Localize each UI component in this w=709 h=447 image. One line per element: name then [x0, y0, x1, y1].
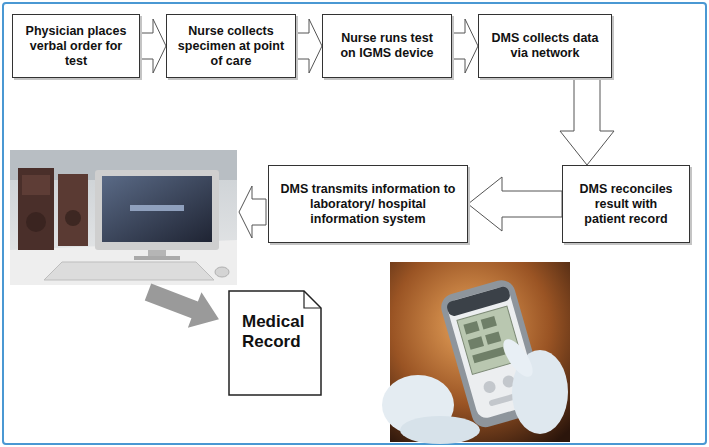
outline-arrow-part: [239, 186, 266, 238]
flow-arrow: [296, 19, 322, 73]
flow-arrow: [452, 19, 478, 73]
computer-photo-part: [95, 170, 219, 250]
device-photo-part: [498, 335, 538, 381]
device-photo: [382, 262, 570, 444]
computer-photo-part: [130, 205, 184, 211]
device-photo-part-part: [482, 380, 497, 395]
node-label: Nurse collects specimen at point of care: [177, 24, 285, 69]
process-box: Physician places verbal order for test: [12, 14, 140, 78]
grey-arrow: [141, 274, 226, 337]
process-box: DMS collects data via network: [478, 14, 612, 78]
node-label: DMS collects data via network: [489, 31, 601, 61]
document-fold: [304, 291, 321, 308]
computer-photo-part: [26, 212, 46, 232]
outline-arrow: [239, 186, 266, 238]
flow-arrow: [140, 19, 166, 73]
device-photo-part: [400, 416, 480, 444]
computer-photo: [10, 150, 237, 285]
computer-photo-part: [102, 176, 212, 242]
node-label: DMS reconciles result with patient recor…: [573, 182, 679, 227]
device-photo-part-part: [485, 331, 501, 344]
computer-photo-part: [18, 168, 54, 250]
computer-photo-part: [215, 267, 229, 277]
node-label: DMS transmits information to laboratory/…: [279, 182, 457, 227]
computer-photo-part: [65, 210, 81, 226]
device-photo-part-part: [481, 316, 497, 329]
flow-arrow: [468, 177, 562, 231]
device-photo-part-part: [468, 336, 484, 349]
document-shape: Medical Record: [228, 290, 322, 396]
node-label: Nurse runs test on IGMS device: [333, 31, 441, 61]
document-outline: [229, 291, 321, 395]
frame-border: [3, 3, 706, 444]
process-box: Nurse runs test on IGMS device: [322, 14, 452, 78]
process-box: DMS reconciles result with patient recor…: [562, 165, 690, 243]
computer-photo-part: [44, 262, 214, 280]
grey-arrow-part: [141, 274, 226, 337]
device-photo-part-part: [472, 347, 505, 364]
computer-photo-part: [10, 150, 237, 285]
computer-photo-part: [134, 256, 180, 260]
computer-photo-part: [22, 175, 50, 195]
node-label: Medical Record: [228, 290, 322, 351]
device-photo-part-part: [463, 321, 479, 334]
process-box: DMS transmits information to laboratory/…: [268, 165, 468, 243]
computer-photo-part: [58, 174, 88, 246]
node-label: Physician places verbal order for test: [23, 24, 129, 69]
flow-arrow: [560, 78, 614, 165]
process-box: Nurse collects specimen at point of care: [166, 14, 296, 78]
